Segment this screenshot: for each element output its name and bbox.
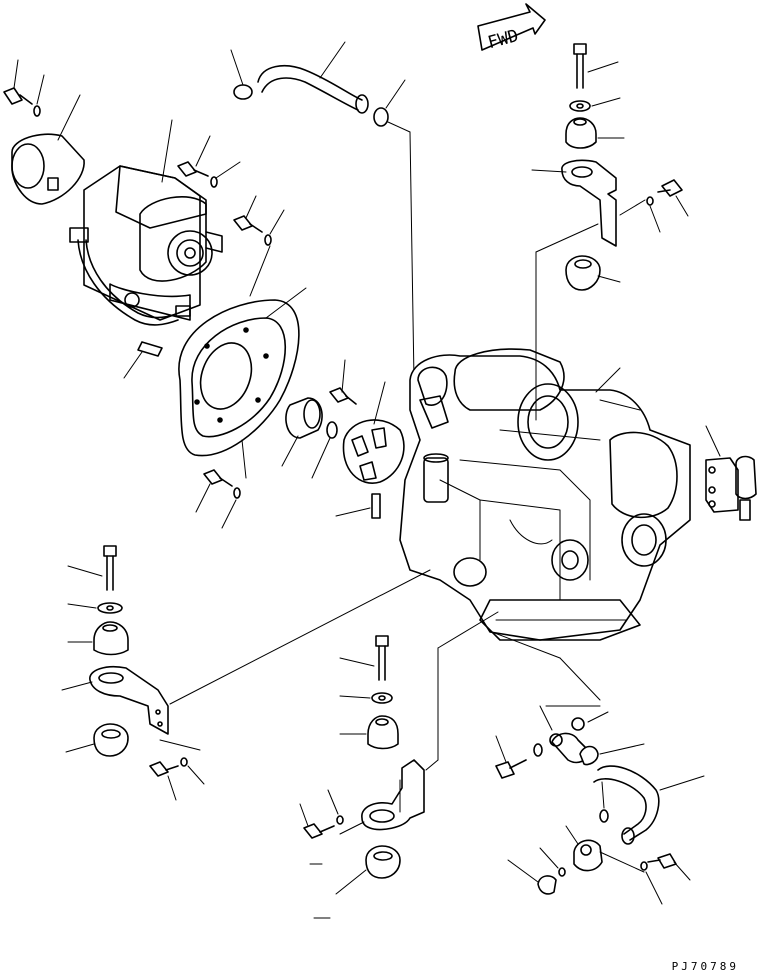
hose-clamp-right xyxy=(373,107,389,127)
upper-hose-assembly xyxy=(230,41,415,381)
forward-direction-arrow: FWD xyxy=(477,3,546,53)
oil-drain-hose-assembly xyxy=(495,705,705,905)
pump-bolts xyxy=(177,135,285,297)
damper-coupling-parts xyxy=(281,359,405,519)
right-front-engine-mount xyxy=(531,43,689,393)
flywheel-housing-plate xyxy=(123,287,307,479)
right-side-bracket xyxy=(705,425,757,521)
pump-coupling-group xyxy=(3,59,85,205)
center-rear-engine-mount xyxy=(299,611,499,919)
fwd-label: FWD xyxy=(486,26,521,53)
hose-clamp-left xyxy=(233,84,253,100)
flywheel-bolts xyxy=(195,469,241,529)
drawing-code: PJ70789 xyxy=(671,960,739,973)
engine-assembly xyxy=(399,223,691,701)
left-rear-engine-mount xyxy=(61,545,431,801)
hydraulic-pump xyxy=(69,119,223,326)
